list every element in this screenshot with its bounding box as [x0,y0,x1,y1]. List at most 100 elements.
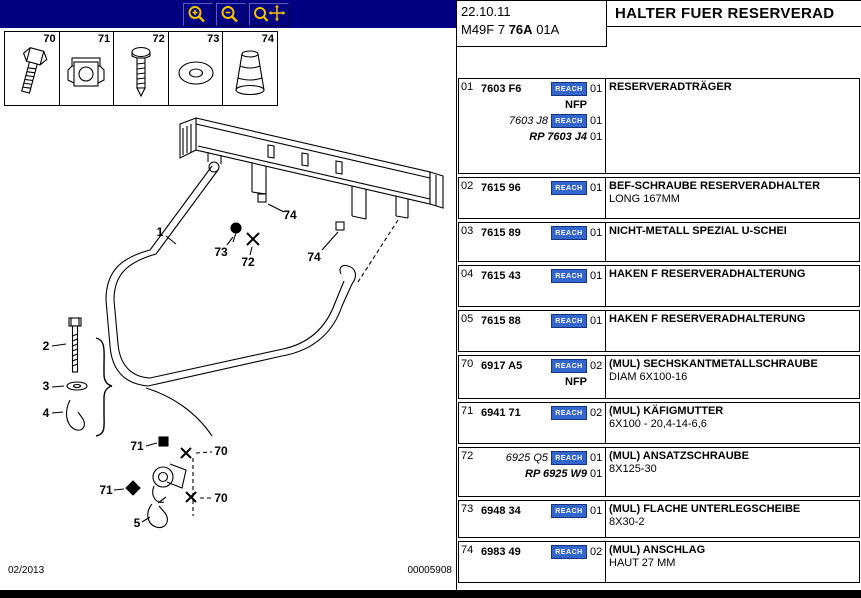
part-number: 6948 34 [481,505,521,517]
reach-badge[interactable]: REACH [551,406,587,420]
callout-1[interactable]: 1 [157,225,164,239]
callout-71a[interactable]: 71 [130,439,144,453]
description-line: 8X30-2 [609,516,645,528]
part-line: NFP [479,374,605,390]
thumbnail-74[interactable]: 74 [223,32,277,105]
zoom-out-icon [221,6,238,23]
thumbnail-number: 70 [43,33,56,45]
reach-badge[interactable]: REACH [551,181,587,195]
callout-70a[interactable]: 70 [214,444,228,458]
callout-3[interactable]: 3 [43,379,50,393]
header-code-post: 01A [536,22,560,37]
callout-74a[interactable]: 74 [283,208,297,222]
description-line: RESERVERADTRÄGER [609,81,732,93]
description-cell: NICHT-METALL SPEZIAL U-SCHEI [605,223,859,261]
reach-badge[interactable]: REACH [551,504,587,518]
spare-wheel-carrier-drawing [105,165,357,437]
zoom-out-button[interactable] [216,2,246,26]
reach-badge[interactable]: REACH [551,114,587,128]
panel-divider [456,0,457,590]
row-ref: 03 [461,225,474,237]
reach-badge[interactable]: REACH [551,359,587,373]
row-ref: 05 [461,313,474,325]
callout-74b[interactable]: 74 [307,250,321,264]
callout-73[interactable]: 73 [214,245,228,259]
bump-stop-icon [235,50,265,95]
part-number: RP 6925 W9 [525,468,587,480]
callout-4[interactable]: 4 [43,406,50,420]
quantity: 01 [590,227,603,239]
callout-71b[interactable]: 71 [99,483,113,497]
row-ref: 72 [461,450,474,462]
part-number: 6917 A5 [481,360,523,372]
washer-screw-markers [226,222,260,256]
thumbnail-number: 73 [207,33,220,45]
parts-diagram: 1 2 3 4 5 70 70 71 71 72 73 74 74 [43,117,444,530]
callout-72[interactable]: 72 [241,255,255,269]
quantity: 01 [590,315,603,327]
reach-badge[interactable]: REACH [551,451,587,465]
callout-2[interactable]: 2 [43,339,50,353]
thumbnail-73[interactable]: 73 [169,32,224,105]
part-number: RP 7603 J4 [529,131,587,143]
quantity: 02 [590,546,603,558]
description-line: HAUT 27 MM [609,557,676,569]
zoom-in-button[interactable] [183,2,213,26]
thumbnail-70[interactable]: 70 [5,32,60,105]
description-line: LONG 167MM [609,193,680,205]
reach-badge[interactable]: REACH [551,545,587,559]
zoom-pan-button[interactable] [249,2,289,26]
description-line: BEF-SCHRAUBE RESERVERADHALTER [609,180,821,192]
callout-5[interactable]: 5 [134,516,141,530]
reach-badge[interactable]: REACH [551,82,587,96]
reach-badge[interactable]: REACH [551,314,587,328]
row-ref: 73 [461,503,474,515]
zoom-in-icon [188,6,205,23]
part-number: 6925 Q5 [505,452,548,464]
callout-70b[interactable]: 70 [214,491,228,505]
quantity: 01 [590,468,603,480]
thumbnail-71[interactable]: 71 [60,32,115,105]
bottom-bar [0,590,861,598]
row-ref: 71 [461,405,474,417]
description-cell: HAKEN F RESERVERADHALTERUNG [605,311,859,351]
description-line: HAKEN F RESERVERADHALTERUNG [609,268,806,280]
description-line: 8X125-30 [609,463,657,475]
quantity: 01 [590,452,603,464]
description-line: (MUL) ANSCHLAG [609,544,706,556]
hex-bolt-icon [20,46,48,94]
thumbnail-72[interactable]: 72 [114,32,169,105]
thumbnail-number: 71 [97,33,111,45]
row-ref: 70 [461,358,474,370]
description-line: (MUL) FLACHE UNTERLEGSCHEIBE [609,503,801,515]
part-number: 7603 J8 [508,115,548,127]
reach-badge[interactable]: REACH [551,226,587,240]
reach-badge[interactable]: REACH [551,269,587,283]
